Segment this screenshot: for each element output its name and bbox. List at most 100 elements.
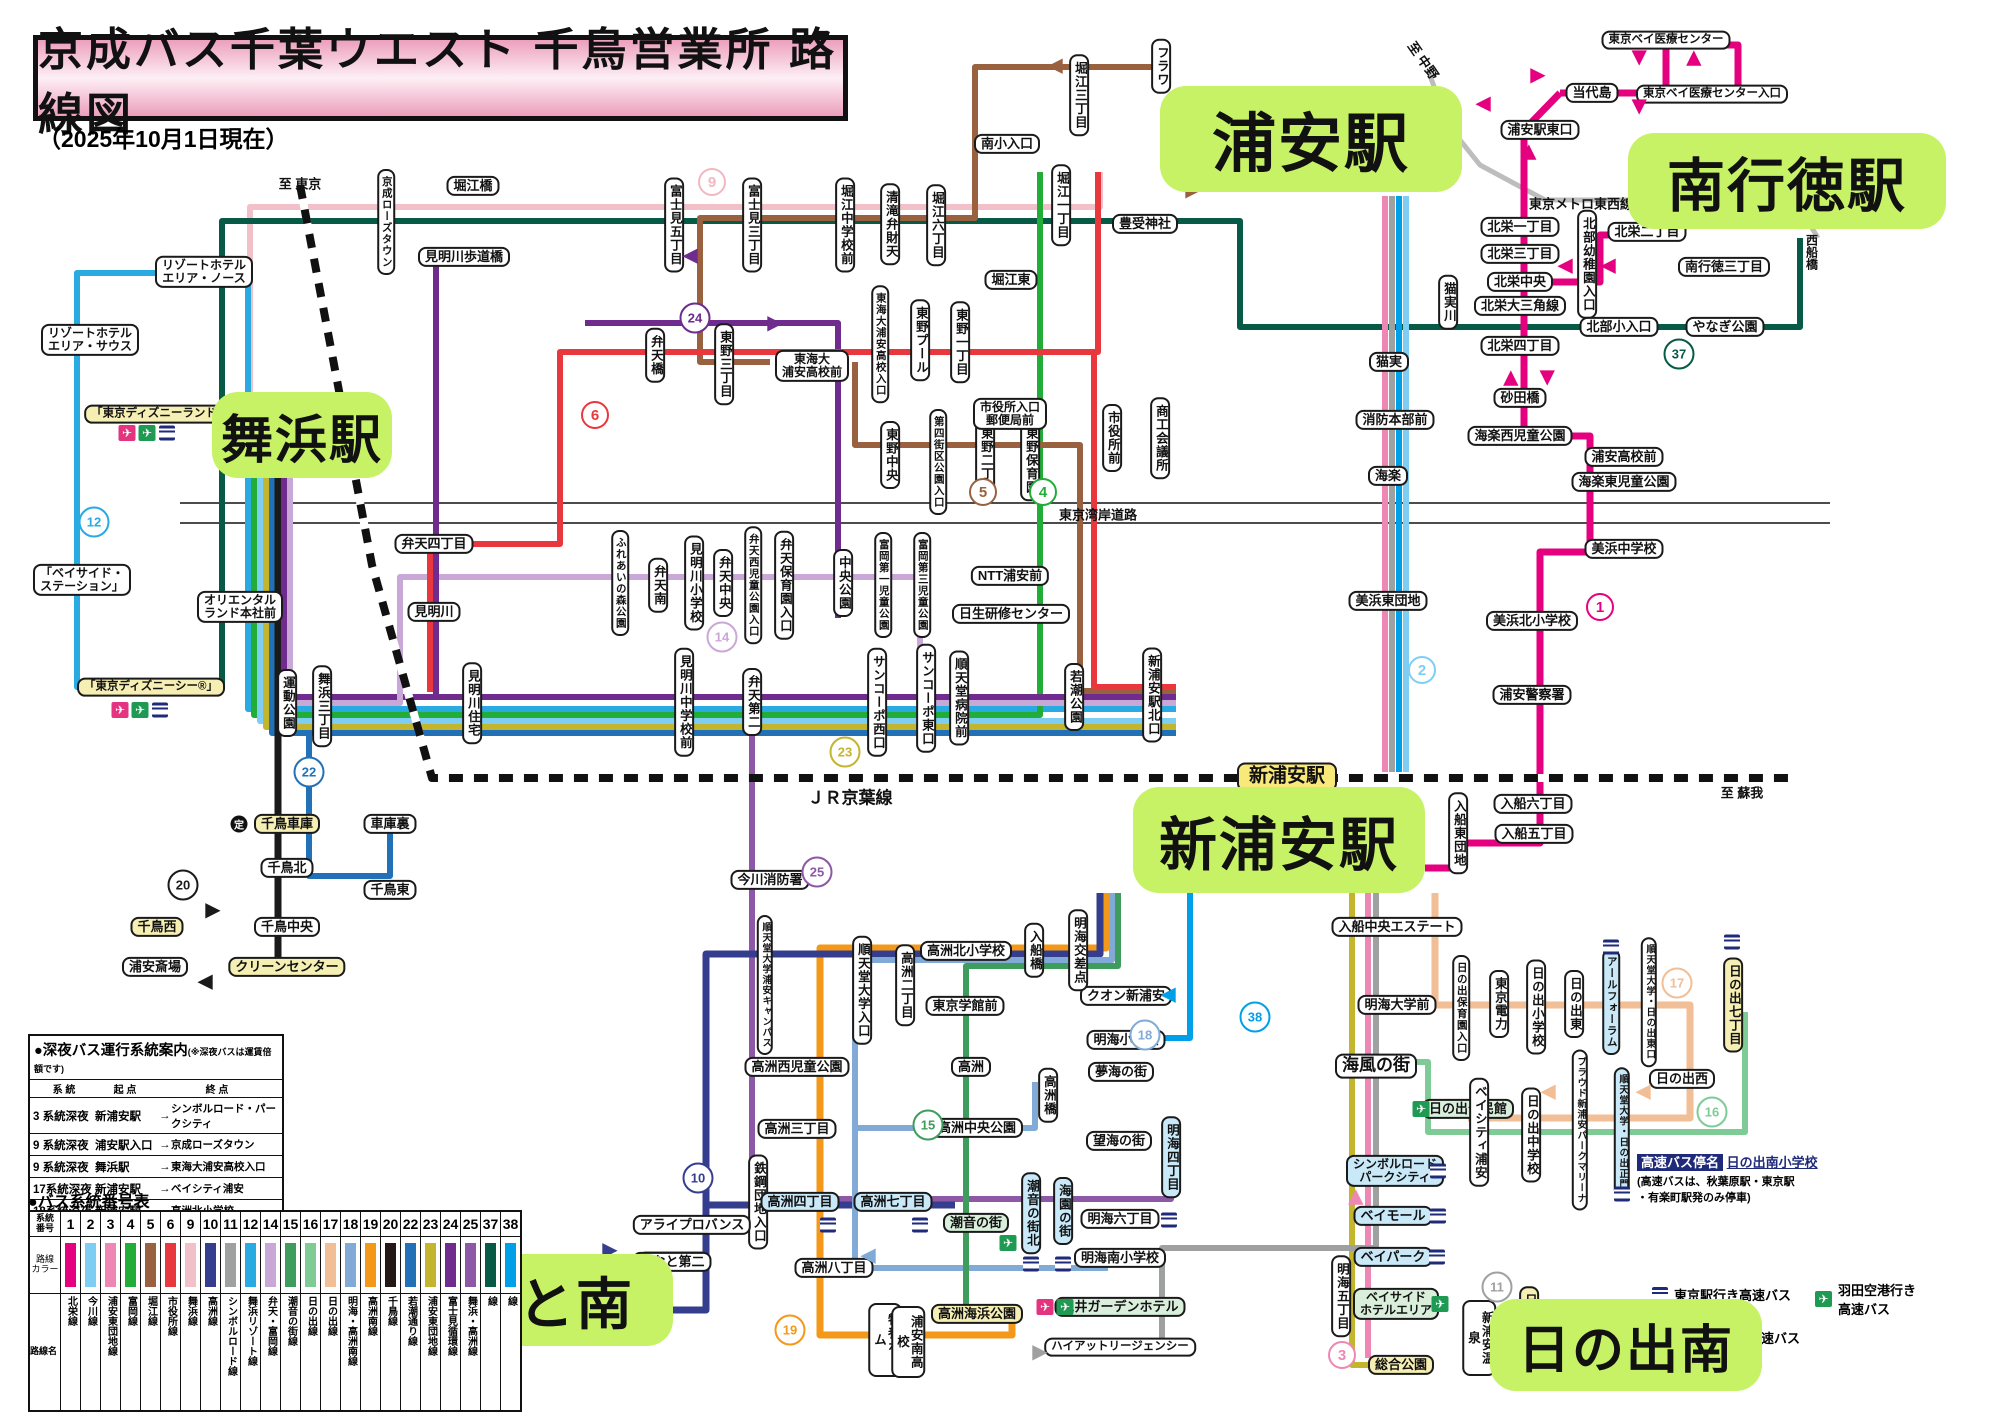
bus-stop: 東京ベイ医療センター: [1601, 30, 1731, 50]
bus-stop: 順天堂大学・日の出東口: [1640, 937, 1658, 1067]
haneda-airport-bus-icon: ✈: [1056, 1299, 1074, 1315]
direction-arrow-icon: ▶: [860, 1246, 876, 1268]
bus-stop: ふれあいの森公園: [611, 530, 629, 636]
bus-stop: 弁天保育園入口: [774, 530, 794, 640]
direction-arrow-icon: ▶: [1047, 56, 1063, 78]
tokyo-station-bus-icon: [1652, 1287, 1668, 1302]
bus-stop: 東京学館前: [925, 995, 1005, 1017]
bus-stop: 第四街区公園入口: [929, 409, 947, 515]
bus-stop: 順天堂病院前: [949, 650, 969, 746]
bus-stop: 入船中央エステート: [1331, 916, 1463, 938]
route-number-marker: 23: [829, 736, 861, 768]
bus-stop: 順天堂大学入口: [852, 935, 872, 1045]
bus-stop: 日の出公民館: [1421, 1098, 1515, 1120]
bus-stop: 東野三丁目: [714, 323, 734, 405]
bus-stop: 千鳥東: [363, 879, 417, 901]
bus-stop: 潮音の街北: [1021, 1172, 1041, 1254]
direction-arrow-icon: ▶: [1499, 370, 1521, 386]
direction-arrow-icon: ▶: [1517, 144, 1539, 160]
bus-stop: 北栄一丁目: [1480, 216, 1560, 238]
bus-stop: 北部幼稚園入口: [1577, 209, 1597, 319]
bus-stop: 弁天南: [648, 557, 668, 613]
bus-stop: シンボルロード パークシティ: [1345, 1154, 1445, 1188]
bus-stop: やなぎ公園: [1685, 316, 1765, 338]
direction-arrow-icon: ▶: [1344, 1189, 1366, 1205]
bus-stop: 弁天四丁目: [394, 533, 474, 555]
bus-stop: 総合公園: [1367, 1354, 1435, 1376]
late-night-headers: 系 統起 点終 点: [30, 1080, 282, 1098]
bus-stop: 高洲七丁目: [853, 1191, 933, 1213]
bus-stop: サンコーポ西口: [867, 647, 887, 757]
bus-stop: ハイアットリージェンシー: [1044, 1337, 1196, 1357]
route-number-table-title: ●バス系統番号表: [28, 1194, 150, 1211]
highway-bus-train-icon: [1430, 1163, 1446, 1179]
highway-bus-train-icon: [1614, 1186, 1630, 1202]
big-station-label: 日の出南: [1490, 1299, 1762, 1391]
bus-stop: 入船東団地: [1448, 792, 1468, 874]
bus-stop: 中央公園: [833, 549, 853, 617]
bus-stop: 北栄三丁目: [1480, 243, 1560, 265]
bus-stop: 東京ベイ医療センター入口: [1636, 84, 1788, 104]
late-night-title: ●深夜バス運行系統案内(※深夜バスは運賃倍額です): [30, 1036, 282, 1080]
direction-arrow-icon: ▶: [197, 972, 213, 994]
bus-stop: 北栄四丁目: [1480, 335, 1560, 357]
bus-stop: 市役所入口 郵便局前: [972, 397, 1048, 431]
route-number-marker: 5: [969, 478, 997, 506]
bus-stop: 「ベイサイド・ ステーション」: [32, 563, 132, 597]
bus-stop: ベイサイド ホテルエリア: [1352, 1287, 1440, 1321]
bus-stop: 東海大 浦安高校前: [774, 349, 850, 383]
direction-arrow-icon: ▶: [1032, 1341, 1048, 1363]
route-number-marker: 37: [1663, 338, 1695, 370]
bus-stop: 南行徳三丁目: [1677, 256, 1771, 278]
bus-stop: 潮音の街: [942, 1212, 1010, 1234]
bus-stop: 日の出七丁目: [1723, 957, 1743, 1053]
bus-stop: 新浦安駅: [1236, 762, 1338, 792]
bus-stop: 北栄大三角線: [1473, 295, 1567, 317]
highway-bus-train-icon: [1603, 939, 1619, 955]
bus-stop: 日の出保育園入口: [1452, 955, 1470, 1061]
direction-arrow-icon: ▶: [1629, 50, 1651, 66]
bus-stop: 日生研修センター: [951, 603, 1071, 625]
big-station-label: 新浦安駅: [1133, 787, 1425, 893]
bus-stop: オリエンタル ランド本社前: [196, 590, 284, 624]
bus-stop: 高洲三丁目: [757, 1118, 837, 1140]
airport-bus-pink-icon: ✈: [1036, 1299, 1054, 1315]
bus-stop: アールフォーラム: [1602, 949, 1620, 1055]
direction-arrow-icon: ▶: [1540, 1082, 1556, 1104]
bus-stop: 千鳥中央: [253, 916, 321, 938]
bus-stop: 車庫裏: [363, 813, 417, 835]
bus-stop: サンコーポ東口: [916, 643, 936, 753]
highway-bus-stop-note: 高速バス停名 日の出南小学校 (高速バスは、秋葉原駅・東京駅・有楽町駅発のみ停車…: [1637, 1154, 1818, 1204]
bus-stop: 富岡第一児童公園: [874, 532, 892, 638]
bus-stop: ベイパーク: [1353, 1246, 1433, 1268]
bus-stop: 当代島: [1565, 82, 1619, 104]
late-night-row: 9 系統深夜浦安駅入口→京成ローズタウン: [30, 1134, 282, 1156]
bus-stop: 美浜中学校: [1584, 538, 1664, 560]
bus-stop: 見明川歩道橋: [417, 246, 511, 268]
bus-stop: 明海交差点: [1068, 909, 1088, 991]
route-number-marker: 16: [1696, 1096, 1728, 1128]
bus-stop: 順天堂大学・日の出正門: [1613, 1067, 1631, 1197]
late-night-bus-table: ●深夜バス運行系統案内(※深夜バスは運賃倍額です) 系 統起 点終 点 3 系統…: [28, 1034, 284, 1223]
route-number-marker: 2: [1408, 656, 1436, 684]
highway-bus-train-icon: [159, 425, 175, 441]
highway-bus-train-icon: [1023, 1256, 1039, 1272]
map-date: （2025年10月1日現在）: [38, 126, 289, 152]
bus-stop: 浦安南高校: [891, 1306, 925, 1378]
route-number-marker: 17: [1661, 967, 1693, 999]
late-night-row: 9 系統深夜舞浜駅→東海大浦安高校入口: [30, 1156, 282, 1178]
highway-bus-train-icon: [820, 1217, 836, 1233]
airport-bus-pink-icon: ✈: [111, 702, 129, 718]
bus-stop: 高洲橋: [1038, 1067, 1058, 1123]
bus-stop: アライプロバンス: [632, 1214, 752, 1236]
route-number-marker: 11: [1481, 1271, 1513, 1303]
bus-stop: 東野中央: [880, 421, 900, 489]
